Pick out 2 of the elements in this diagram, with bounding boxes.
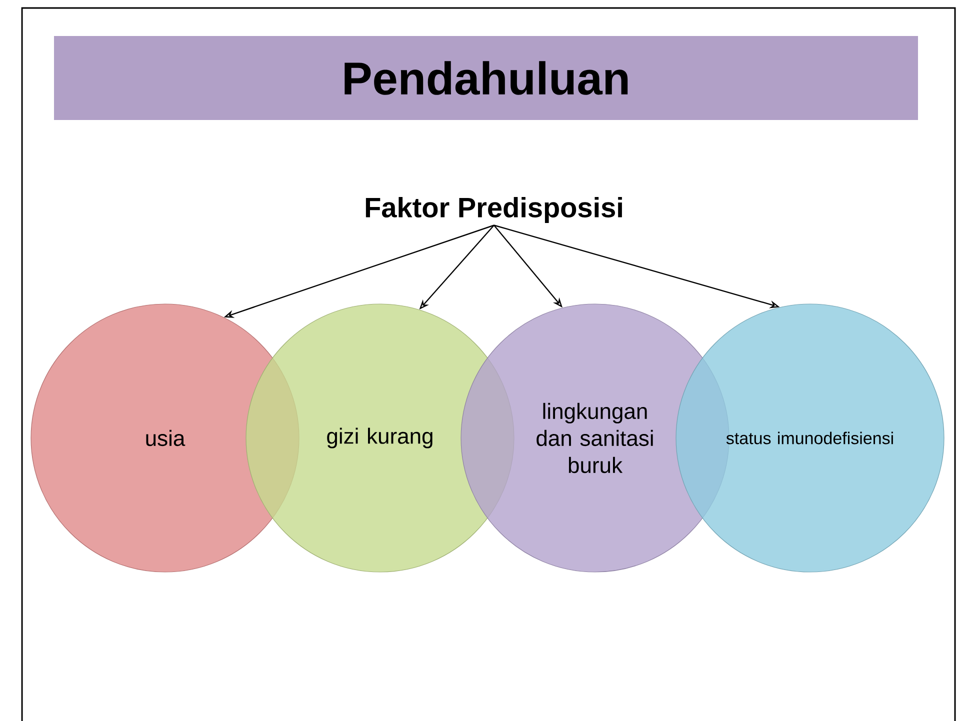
heading-text: Faktor Predisposisi	[366, 196, 622, 224]
title-band: Pendahuluan	[54, 36, 918, 120]
